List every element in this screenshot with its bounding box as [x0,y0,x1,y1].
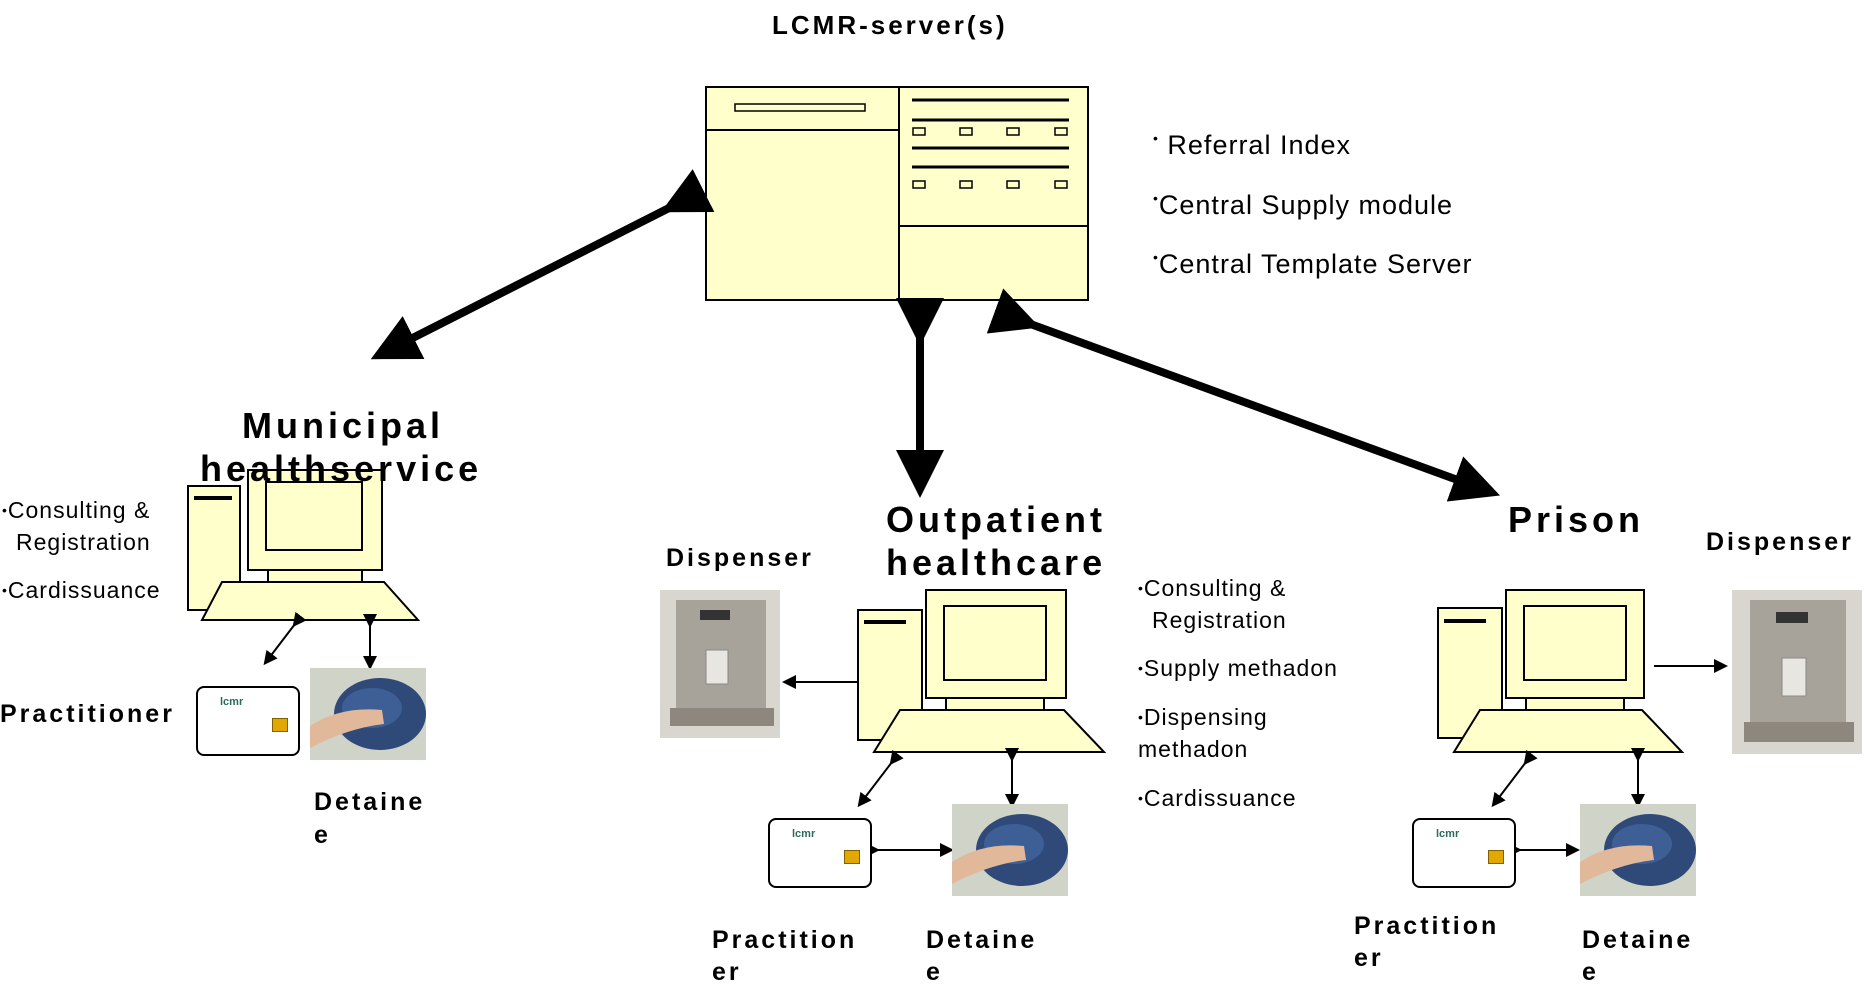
chip-icon [1488,850,1504,864]
detainee-label: Detaine [926,926,1038,954]
outpatient-feature: methadon [1138,736,1249,762]
smart-card-icon: lcmr [768,818,872,888]
lcmr-logo: lcmr [792,828,816,840]
outpatient-feature: •Cardissuance [1138,785,1297,811]
prison-computer-icon [1437,589,1685,753]
dispenser-label: Dispenser [1706,528,1854,556]
chip-icon [844,850,860,864]
outpatient-feature: •Consulting & [1138,575,1287,601]
municipal-title: healthservice [200,448,483,489]
server-feature: •Central Supply module [1153,190,1454,220]
practitioner-label: Practitioner [0,700,175,728]
municipal-computer-icon [187,469,421,621]
prison-small-arrows [1491,659,1728,857]
fingerprint-scanner-image [1580,804,1696,896]
prison-title: Prison [1508,499,1645,540]
practitioner-label: Practition [1354,912,1500,940]
practitioner-label: Practition [712,926,858,954]
detainee-label: e [1582,958,1599,986]
detainee-label: e [926,958,943,986]
chip-icon [272,718,288,732]
outpatient-small-arrows [782,675,1019,857]
practitioner-label: er [1354,944,1384,972]
server-title: LCMR-server(s) [772,10,1008,40]
lcmr-logo: lcmr [220,696,244,708]
dispenser-image [1732,590,1862,754]
municipal-feature: Registration [16,529,151,555]
server-feature: •Central Template Server [1153,249,1473,279]
municipal-small-arrows [263,611,377,670]
practitioner-label: er [712,958,742,986]
lcmr-logo: lcmr [1436,828,1460,840]
municipal-feature: •Cardissuance [2,577,161,603]
outpatient-feature: •Supply methadon [1138,655,1338,681]
municipal-feature: •Consulting & [2,497,151,523]
detainee-label: e [314,821,331,849]
municipal-title: Municipal [242,405,445,446]
outpatient-computer-icon [857,589,1107,753]
dispenser-label: Dispenser [666,544,814,572]
outpatient-title: Outpatient [886,499,1106,540]
smart-card-icon: lcmr [1412,818,1516,888]
outpatient-feature: •Dispensing [1138,704,1268,730]
server-feature: • Referral Index [1153,130,1352,160]
smart-card-icon: lcmr [196,686,300,756]
detainee-label: Detaine [1582,926,1694,954]
outpatient-title: healthcare [886,542,1107,583]
fingerprint-scanner-image [310,668,426,760]
outpatient-feature: Registration [1152,607,1287,633]
fingerprint-scanner-image [952,804,1068,896]
server-icon [705,86,1089,301]
server-link-arrows [370,169,1501,502]
dispenser-image [660,590,780,738]
detainee-label: Detaine [314,788,426,816]
